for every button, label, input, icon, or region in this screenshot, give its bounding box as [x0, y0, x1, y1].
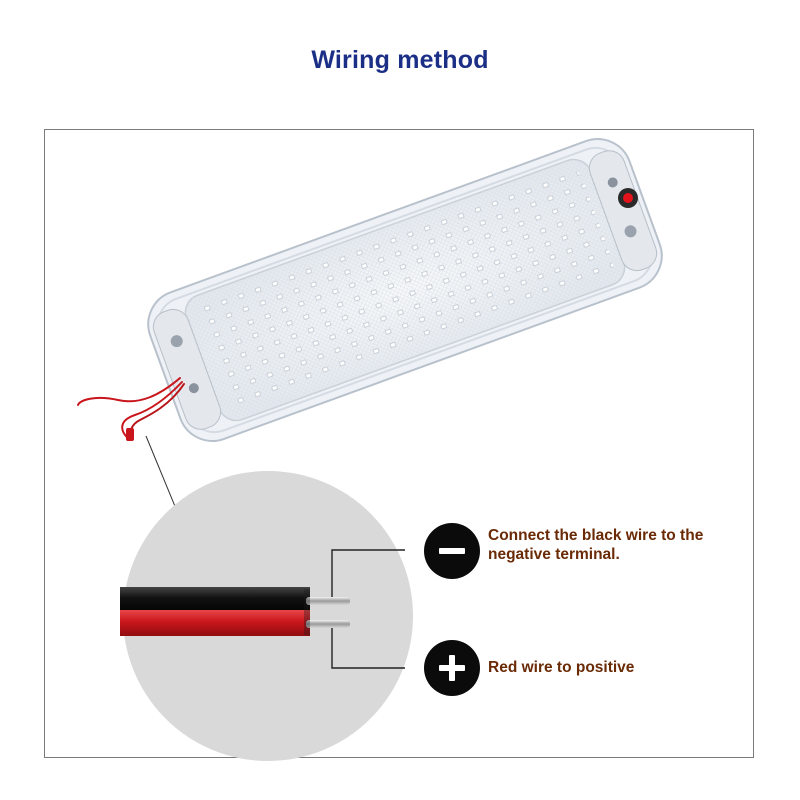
- minus-icon: [424, 523, 480, 579]
- negative-instruction-line1: Connect the black wire to the: [488, 527, 704, 544]
- wire-leads: [77, 377, 185, 441]
- positive-instruction: Red wire to positive: [488, 659, 635, 676]
- leader-lines: [331, 549, 405, 669]
- plus-icon: [424, 640, 480, 696]
- led-light-bar: [147, 138, 663, 442]
- cable-closeup: [120, 587, 350, 636]
- negative-instruction: Connect the black wire to the negative t…: [488, 526, 748, 564]
- negative-instruction-line2: negative terminal.: [488, 546, 620, 563]
- page-title: Wiring method: [311, 46, 489, 74]
